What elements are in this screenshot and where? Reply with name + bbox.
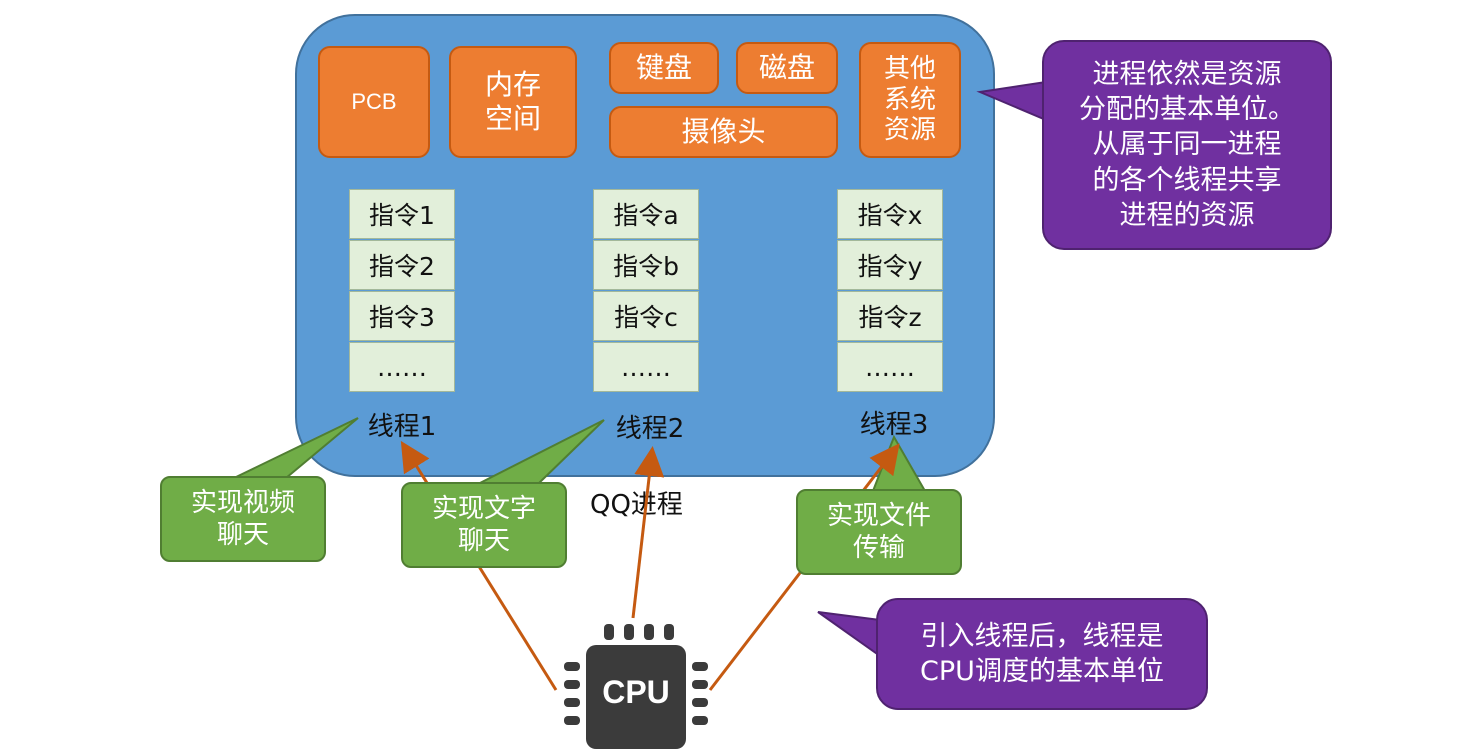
- instruction-cell: 指令b: [593, 240, 699, 290]
- disk-label: 磁盘: [758, 50, 815, 84]
- instruction-cell: 指令z: [837, 291, 943, 341]
- other-resources-block: 其他 系统 资源: [859, 42, 961, 158]
- instruction-cell: 指令2: [349, 240, 455, 290]
- note-tail-scheduling: [817, 611, 881, 658]
- cpu-arrow-thread-2: [631, 446, 665, 619]
- callout-tail-2: [477, 419, 605, 485]
- thread-2-callout: 实现文字 聊天: [401, 482, 567, 568]
- pcb-label: PCB: [351, 88, 397, 114]
- note-tail-resource: [976, 80, 1047, 122]
- keyboard-block: 键盘: [609, 42, 719, 94]
- process-label: QQ进程: [590, 490, 683, 520]
- memory-space-label: 内存 空间: [484, 67, 541, 135]
- thread-3-callout-text: 实现文件 传输: [826, 500, 931, 564]
- instruction-cell: 指令3: [349, 291, 455, 341]
- scheduling-unit-note-text: 引入线程后，线程是 CPU调度的基本单位: [920, 620, 1164, 687]
- cpu-label: CPU: [602, 674, 670, 710]
- callout-tail-3: [871, 434, 927, 492]
- thread-2-label: 线程2: [615, 414, 685, 444]
- thread-2-instructions: 指令a 指令b 指令c ……: [593, 189, 699, 392]
- other-resources-label: 其他 系统 资源: [883, 53, 936, 146]
- instruction-cell: 指令c: [593, 291, 699, 341]
- pcb-block: PCB: [318, 46, 430, 158]
- instruction-cell: 指令x: [837, 189, 943, 239]
- instruction-ellipsis-cell: ……: [349, 342, 455, 392]
- scheduling-unit-note: 引入线程后，线程是 CPU调度的基本单位: [876, 598, 1208, 710]
- thread-3-instructions: 指令x 指令y 指令z ……: [837, 189, 943, 392]
- thread-3-callout: 实现文件 传输: [796, 489, 962, 575]
- cpu-chip-icon: [564, 624, 708, 749]
- resource-unit-note: 进程依然是资源 分配的基本单位。 从属于同一进程 的各个线程共享 进程的资源: [1042, 40, 1332, 250]
- camera-label: 摄像头: [681, 114, 766, 148]
- instruction-cell: 指令1: [349, 189, 455, 239]
- thread-1-instructions: 指令1 指令2 指令3 ……: [349, 189, 455, 392]
- keyboard-label: 键盘: [635, 50, 692, 84]
- thread-1-label: 线程1: [367, 412, 437, 442]
- instruction-ellipsis-cell: ……: [837, 342, 943, 392]
- memory-space-block: 内存 空间: [449, 46, 577, 158]
- thread-1-callout-text: 实现视频 聊天: [190, 487, 295, 551]
- instruction-cell: 指令y: [837, 240, 943, 290]
- callout-tail-1: [233, 417, 359, 479]
- camera-block: 摄像头: [609, 106, 838, 158]
- disk-block: 磁盘: [736, 42, 838, 94]
- thread-2-callout-text: 实现文字 聊天: [431, 493, 536, 557]
- thread-1-callout: 实现视频 聊天: [160, 476, 326, 562]
- resource-unit-note-text: 进程依然是资源 分配的基本单位。 从属于同一进程 的各个线程共享 进程的资源: [1079, 59, 1295, 231]
- instruction-cell: 指令a: [593, 189, 699, 239]
- instruction-ellipsis-cell: ……: [593, 342, 699, 392]
